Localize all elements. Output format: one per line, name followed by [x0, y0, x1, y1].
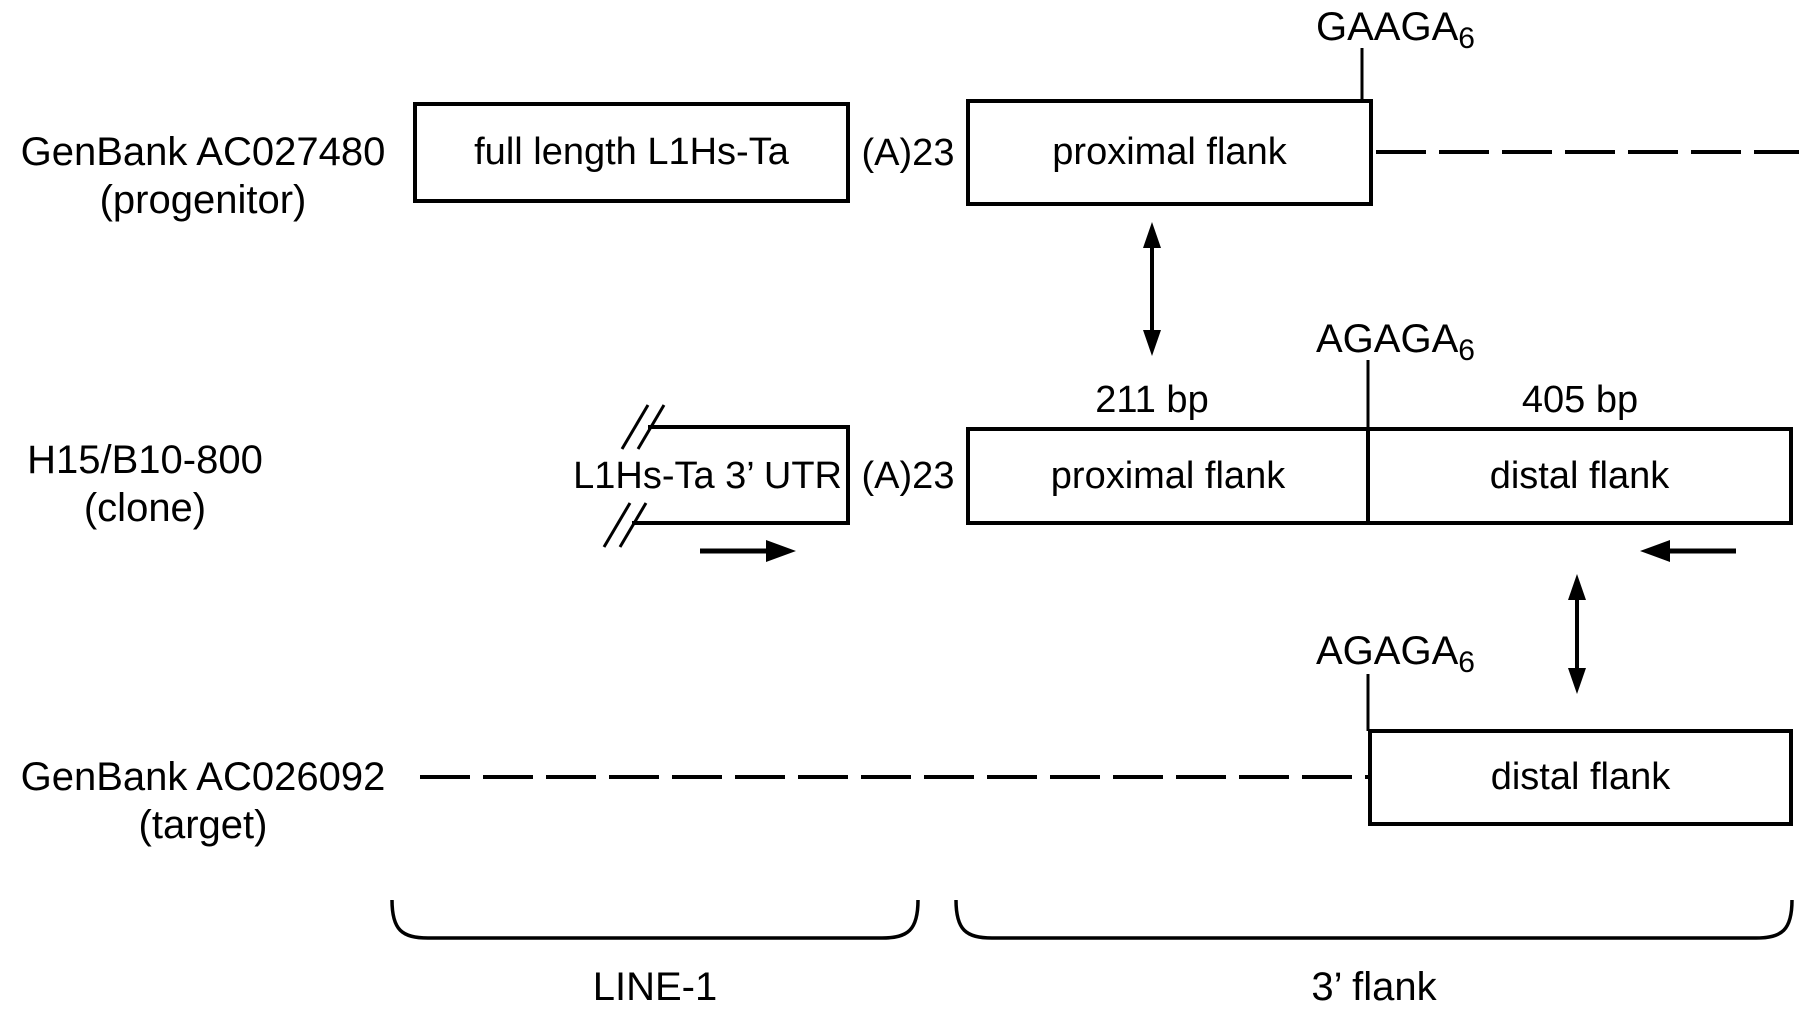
agaga-target-text: AGAGA — [1316, 629, 1459, 673]
gaaga-site-text: GAAGA — [1316, 5, 1459, 49]
clone-polyA-label: (A)23 — [861, 455, 955, 497]
target-row-label: GenBank AC026092 (target) — [0, 753, 406, 849]
homology-arrow-proximal — [1143, 222, 1161, 356]
agaga-clone-subscript: 6 — [1458, 334, 1475, 367]
agaga-site-label-target: AGAGA6 — [1316, 628, 1475, 686]
proximal-size-label: 211 bp — [1095, 379, 1209, 421]
clone-proximal-flank-label: proximal flank — [1050, 454, 1286, 497]
flank3-region-label: 3’ flank — [1311, 965, 1437, 1009]
clone-name: H15/B10-800 — [27, 438, 263, 482]
agaga-target-subscript: 6 — [1458, 646, 1475, 679]
full-length-l1-label: full length L1Hs-Ta — [474, 131, 789, 173]
forward-primer-arrow — [700, 540, 796, 562]
gaaga-site-label: GAAGA6 — [1316, 4, 1475, 62]
progenitor-row-label: GenBank AC027480 (progenitor) — [0, 128, 406, 224]
full-length-l1-box: full length L1Hs-Ta — [413, 102, 850, 203]
target-distal-flank-box: distal flank — [1368, 729, 1793, 826]
clone-row-label: H15/B10-800 (clone) — [0, 436, 290, 532]
clone-role: (clone) — [83, 486, 207, 530]
target-role: (target) — [138, 803, 268, 847]
target-distal-flank-label: distal flank — [1490, 756, 1671, 798]
gaaga-site-subscript: 6 — [1458, 22, 1475, 55]
distal-size-label: 405 bp — [1521, 379, 1639, 421]
target-accession: GenBank AC026092 — [20, 755, 386, 799]
progenitor-role: (progenitor) — [99, 178, 307, 222]
l1hs-utr-label: L1Hs-Ta 3’ UTR — [573, 455, 842, 497]
reverse-primer-arrow — [1640, 540, 1736, 562]
clone-distal-flank-box: distal flank — [1366, 427, 1793, 525]
line1-brace — [390, 899, 920, 940]
agaga-clone-text: AGAGA — [1316, 317, 1459, 361]
progenitor-proximal-flank-label: proximal flank — [1052, 131, 1287, 173]
progenitor-accession: GenBank AC027480 — [20, 130, 386, 174]
flank3-brace — [954, 899, 1794, 940]
l1hs-utr-box-outline — [632, 425, 850, 525]
progenitor-polyA-label: (A)23 — [861, 132, 955, 174]
truncation-slashes-icon — [602, 404, 666, 548]
agaga-site-label-clone: AGAGA6 — [1316, 316, 1475, 374]
line1-region-label: LINE-1 — [592, 965, 718, 1009]
clone-proximal-flank-box: proximal flank — [966, 427, 1370, 525]
homology-arrow-distal — [1568, 574, 1586, 694]
progenitor-proximal-flank-box: proximal flank — [966, 99, 1373, 206]
clone-distal-flank-label: distal flank — [1489, 454, 1670, 497]
